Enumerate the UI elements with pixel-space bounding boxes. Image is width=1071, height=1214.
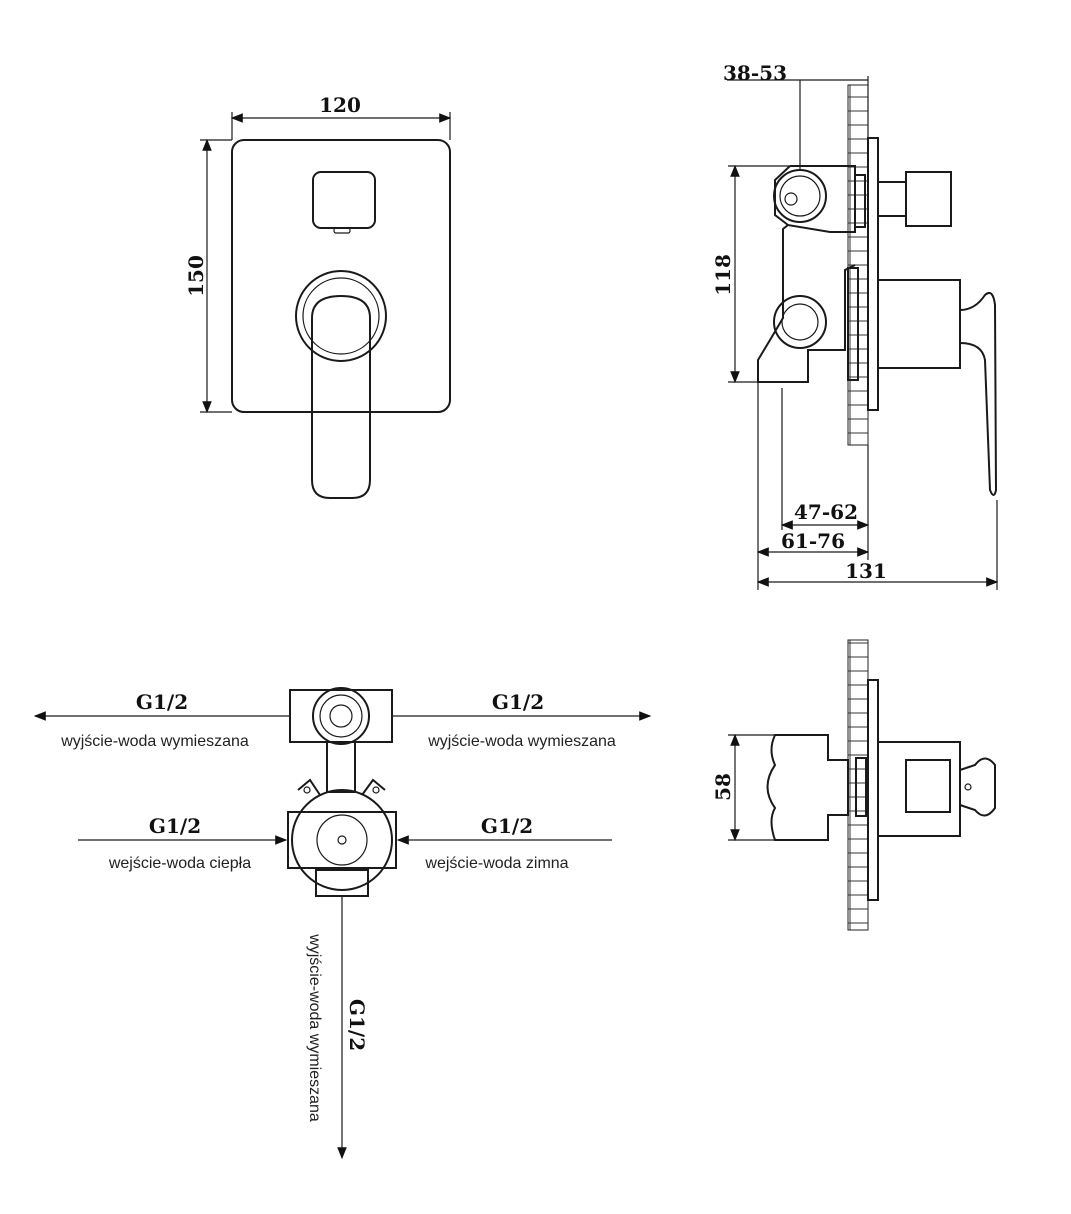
label-hot-inlet: wejście-woda ciepła [108, 855, 251, 872]
thread-mid-left: G1/2 [149, 814, 201, 838]
wall-section [847, 84, 869, 446]
cover-plate [231, 139, 451, 413]
front-view: 120 150 [184, 93, 452, 499]
cover-plate-top [867, 679, 879, 901]
label-top-left: wyjście-woda wymieszana [60, 733, 249, 750]
connection-diagram: G1/2 wyjście-woda wymieszana G1/2 wyjści… [33, 687, 652, 1160]
depth-mid-dimension: 47-62 [794, 500, 858, 524]
button-top [905, 759, 951, 813]
handle-rosette [295, 270, 387, 362]
valve-body-top [766, 734, 849, 841]
label-top-right: wyjście-woda wymieszana [427, 733, 616, 750]
button-stem-sleeve [854, 174, 866, 228]
cartridge-cover [877, 741, 961, 837]
outlet-port-top [773, 169, 827, 223]
top-view: 58 [711, 639, 996, 931]
lever-top [959, 757, 996, 817]
button-tab [333, 227, 351, 234]
diverter-button [312, 171, 376, 229]
rosette-inner [302, 277, 380, 355]
port-ring [329, 704, 353, 728]
height-dimension-top: 58 [711, 773, 735, 801]
body-ring [316, 814, 368, 866]
thread-mid-right: G1/2 [481, 814, 533, 838]
port-ring [319, 694, 363, 738]
label-bottom: wyjście-woda wymieszana [306, 933, 323, 1122]
inlet-block [287, 811, 397, 869]
bottom-outlet [315, 869, 369, 897]
mounting-ears [297, 778, 386, 796]
mixer-body [291, 789, 393, 891]
total-depth-dimension: 131 [845, 559, 887, 583]
thread-top-left: G1/2 [136, 690, 188, 714]
mount-hole [372, 786, 380, 794]
lever-handle [311, 294, 371, 499]
diverter-button-side [905, 171, 952, 227]
thread-bottom: G1/2 [345, 999, 369, 1051]
port-pin [784, 192, 798, 206]
height-dimension-side: 118 [711, 254, 735, 296]
sleeve [855, 757, 867, 817]
cartridge-cover [877, 279, 961, 369]
label-cold-inlet: wejście-woda zimna [424, 855, 568, 872]
side-view: 38-53 118 47-62 61-76 131 [711, 61, 999, 590]
sleeve [847, 267, 859, 381]
body-center [337, 835, 347, 845]
cover-plate-side [867, 137, 879, 411]
inlet-port [773, 295, 827, 349]
lever-handle-side [959, 292, 998, 496]
depth-top-dimension: 38-53 [723, 61, 787, 85]
height-dimension: 150 [184, 255, 208, 297]
port-inner [779, 175, 821, 217]
width-dimension: 120 [319, 93, 361, 117]
lever-screw [964, 783, 972, 791]
outlet-block [289, 689, 393, 743]
valve-body [757, 165, 856, 383]
port-inner [781, 303, 819, 341]
thread-top-right: G1/2 [492, 690, 544, 714]
connector-tube [326, 741, 356, 793]
depth-low-dimension: 61-76 [781, 529, 845, 553]
mount-hole [303, 786, 311, 794]
outlet-port [312, 687, 370, 745]
